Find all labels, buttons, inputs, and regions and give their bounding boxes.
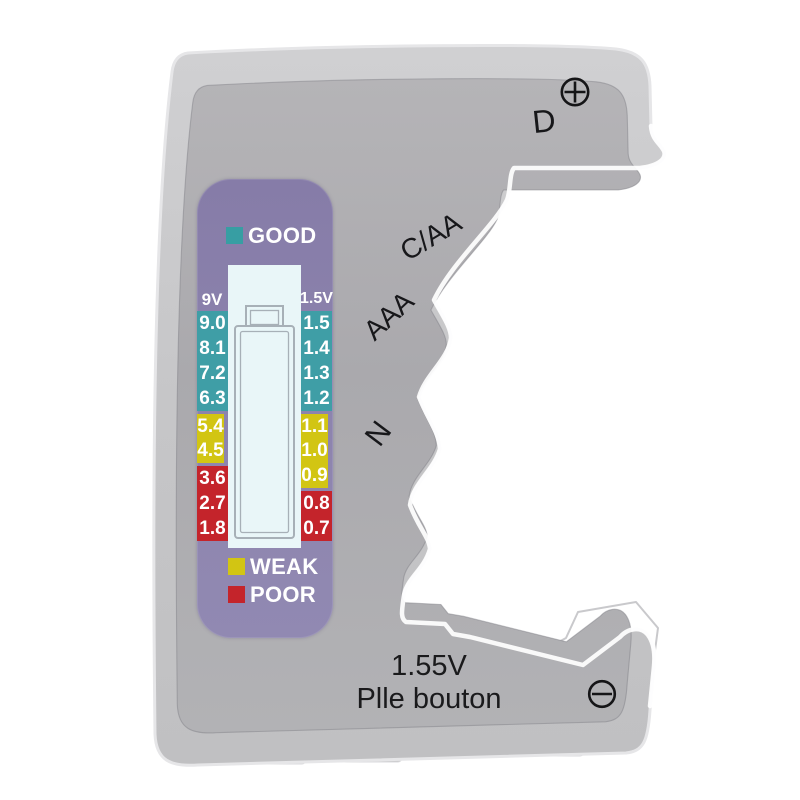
battery-outline-icon: [234, 305, 295, 539]
weak-label: WEAK: [250, 554, 319, 579]
poor-label: POOR: [250, 582, 316, 607]
lcd-window: [228, 265, 301, 548]
chrome-edge-highlight: [399, 123, 667, 709]
weak-indicator: WEAK: [228, 554, 319, 579]
scale-cell-1.2: 1.2: [301, 385, 332, 411]
scale-cell-4.5: 4.5: [197, 438, 224, 464]
good-indicator: GOOD: [226, 223, 317, 248]
plus-circle-icon: [560, 77, 590, 107]
scale-cell-0.8: 0.8: [301, 491, 332, 517]
button-cell-text: Plle bouton: [356, 683, 502, 715]
scale-cell-1.5: 1.5: [301, 311, 332, 336]
scale-cell-1.0: 1.0: [301, 438, 328, 464]
scale-cell-0.9: 0.9: [301, 463, 328, 489]
button-cell-note: 1.55V Plle bouton: [341, 650, 517, 716]
scale-cell-2.7: 2.7: [197, 491, 228, 517]
poor-color-square-icon: [228, 586, 245, 603]
scale-cell-1.8: 1.8: [197, 516, 228, 542]
button-cell-voltage: 1.55V: [391, 650, 467, 682]
poor-indicator: POOR: [228, 582, 316, 607]
column-header-1-5v: 1.5V: [300, 290, 333, 307]
scale-cell-5.4: 5.4: [197, 413, 224, 439]
column-header-9v: 9V: [201, 290, 223, 309]
good-label: GOOD: [248, 223, 317, 248]
scale-cell-9.0: 9.0: [197, 311, 228, 336]
scale-cell-0.7: 0.7: [301, 516, 332, 542]
scale-cell-1.4: 1.4: [301, 335, 332, 361]
minus-circle-icon: [587, 679, 617, 709]
good-color-square-icon: [226, 227, 243, 244]
scale-cell-8.1: 8.1: [197, 335, 228, 361]
scale-cell-1.3: 1.3: [301, 360, 332, 386]
scale-cell-1.1: 1.1: [301, 413, 328, 439]
scale-cell-3.6: 3.6: [197, 466, 228, 492]
scale-cell-6.3: 6.3: [197, 385, 228, 411]
weak-color-square-icon: [228, 558, 245, 575]
scale-cell-7.2: 7.2: [197, 360, 228, 386]
